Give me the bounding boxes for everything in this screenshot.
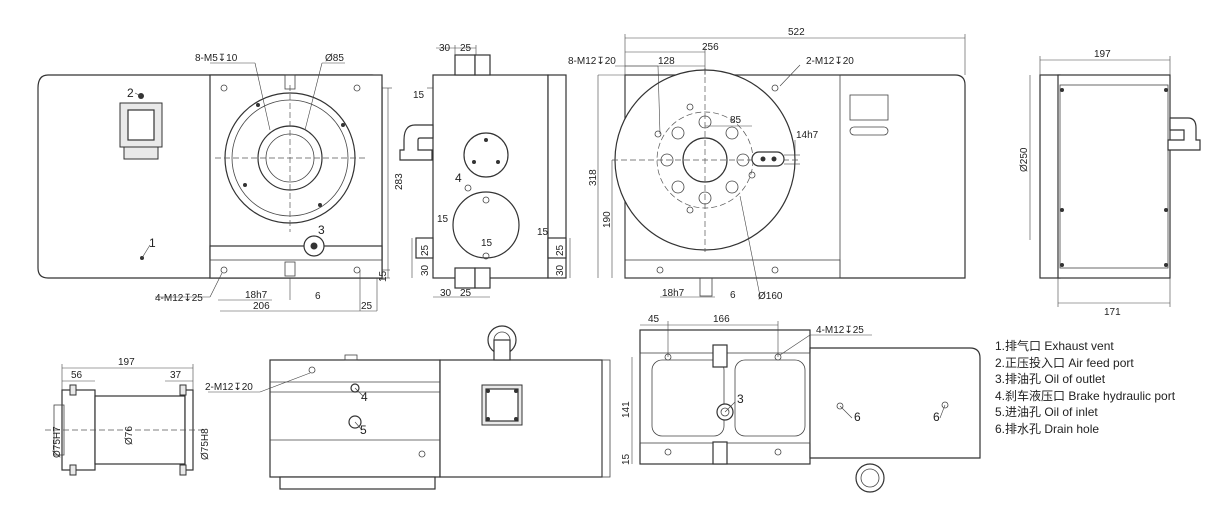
front-top-callout: 8-M5↧10 <box>195 53 238 64</box>
side-left-30: 30 <box>420 264 431 276</box>
table-slot-dim: 85 <box>730 115 742 126</box>
shaft-view: 197 56 37 Ø75H7 Ø76 Ø75H8 <box>45 357 211 476</box>
top-mark-6b: 6 <box>933 410 940 424</box>
top-mark-6a: 6 <box>854 410 861 424</box>
side-top-b: 25 <box>460 43 472 54</box>
front-width-dim: 206 <box>253 301 270 312</box>
top-pitch-b: 166 <box>713 314 730 325</box>
table-pitch-dim: 128 <box>658 56 675 67</box>
table-center-height: 190 <box>602 211 613 228</box>
front-mark-2: 2 <box>127 86 134 100</box>
side-top-a: 30 <box>439 43 451 54</box>
table-right-callout: 2-M12↧20 <box>806 56 854 67</box>
table-offset-dim: 6 <box>730 290 736 301</box>
shaft-dia-mid: Ø76 <box>124 426 135 445</box>
port-legend: 1.排气口 Exhaust vent 2.正压投入口 Air feed port… <box>995 338 1175 437</box>
top-callout: 4-M12↧25 <box>816 325 864 336</box>
front-mark-1: 1 <box>149 236 156 250</box>
shaft-length: 197 <box>118 357 135 368</box>
shaft-dia-left: Ø75H7 <box>52 426 63 458</box>
shaft-right-len: 37 <box>170 370 182 381</box>
legend-item: 4.刹车液压口 Brake hydraulic port <box>995 388 1176 403</box>
top-pitch-a: 45 <box>648 314 660 325</box>
end-view: 197 171 Ø250 <box>1019 49 1201 318</box>
shaft-left-len: 56 <box>71 370 83 381</box>
side-right-30: 30 <box>555 264 566 276</box>
side-mid-15: 15 <box>481 238 493 249</box>
side-bot-a: 30 <box>440 288 452 299</box>
top-height-dim: 141 <box>621 401 632 418</box>
bottom-side-view: 2-M12↧20 4 5 <box>205 325 611 490</box>
end-dia-dim: Ø250 <box>1019 147 1030 172</box>
front-height-dim: 283 <box>394 173 405 190</box>
side-bot-b: 25 <box>460 288 472 299</box>
front-key-dim: 18h7 <box>245 290 268 301</box>
front-offset-dim: 6 <box>315 291 321 302</box>
side-left-25: 25 <box>420 244 431 256</box>
table-holes-callout: 8-M12↧20 <box>568 56 616 67</box>
end-top-width: 197 <box>1094 49 1111 60</box>
top-step-dim: 15 <box>621 453 632 465</box>
side-left-15: 15 <box>437 214 449 225</box>
top-mark-3: 3 <box>737 392 744 406</box>
front-bore-dia: Ø85 <box>325 53 344 64</box>
table-overall-dim: 522 <box>788 27 805 38</box>
front-step-dim: 15 <box>378 270 389 282</box>
front-view: 8-M5↧10 Ø85 283 4-M12↧25 18h7 206 6 25 1… <box>37 53 405 312</box>
side-view: 30 25 15 15 25 30 15 15 25 30 30 25 4 <box>399 43 571 299</box>
side-right-25: 25 <box>555 244 566 256</box>
legend-item: 1.排气口 Exhaust vent <box>995 339 1114 353</box>
legend-item: 2.正压投入口 Air feed port <box>995 355 1134 370</box>
shaft-dia-right: Ø75H8 <box>200 428 211 460</box>
end-bottom-width: 171 <box>1104 307 1121 318</box>
side-top-15: 15 <box>413 90 425 101</box>
side-right-15: 15 <box>537 227 549 238</box>
bottom-side-mark-4: 4 <box>361 390 368 404</box>
bottom-side-callout: 2-M12↧20 <box>205 382 253 393</box>
bottom-side-mark-5: 5 <box>360 423 367 437</box>
table-height-dim: 318 <box>588 169 599 186</box>
front-mark-3: 3 <box>318 223 325 237</box>
table-dia-dim: Ø160 <box>758 291 783 302</box>
front-base-holes: 4-M12↧25 <box>155 293 203 304</box>
top-view: 45 166 4-M12↧25 141 15 3 6 6 <box>621 314 981 493</box>
side-mark-4: 4 <box>455 171 462 185</box>
table-key-slot: 14h7 <box>796 130 819 141</box>
table-to-center-dim: 256 <box>702 42 719 53</box>
legend-item: 5.进油孔 Oil of inlet <box>995 405 1098 419</box>
table-key-dim: 18h7 <box>662 288 685 299</box>
legend-item: 6.排水孔 Drain hole <box>995 421 1100 436</box>
legend-item: 3.排油孔 Oil of outlet <box>995 372 1106 386</box>
front-edge-dim: 25 <box>361 301 373 312</box>
table-view: 522 256 128 8-M12↧20 2-M12↧20 85 14h7 31… <box>568 27 966 302</box>
